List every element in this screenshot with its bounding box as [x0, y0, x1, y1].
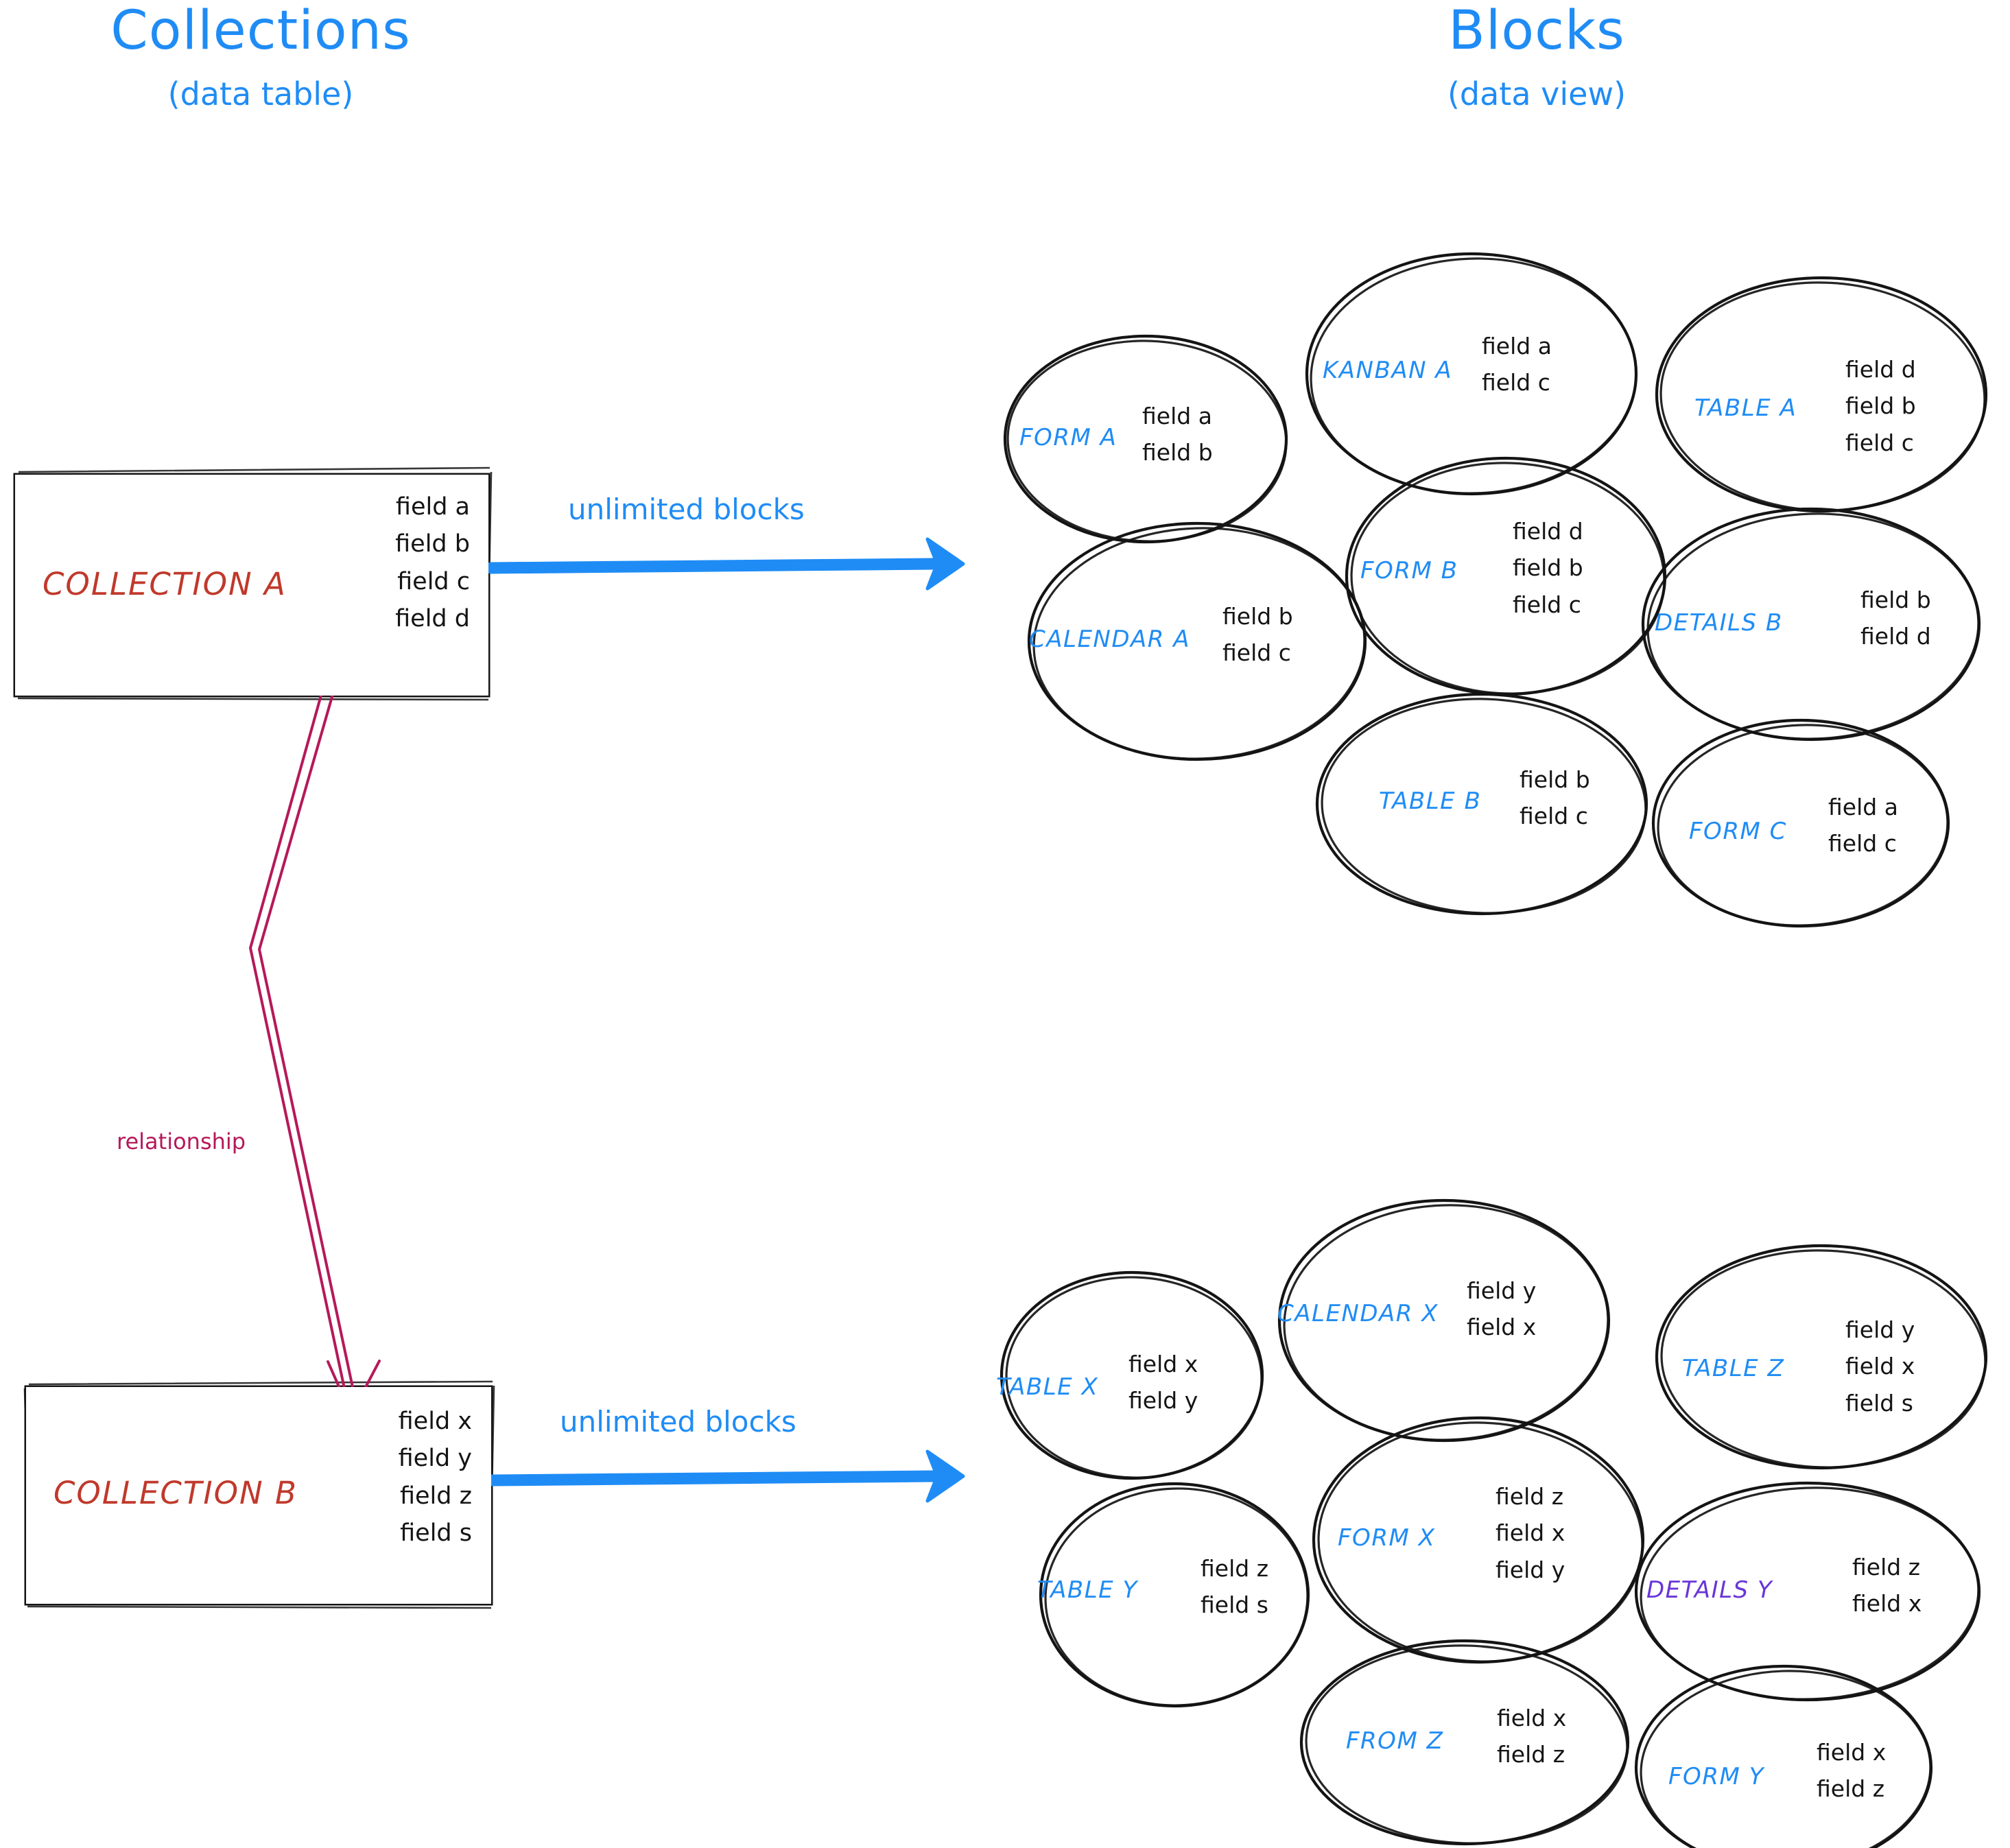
collection-a-field: field a — [395, 493, 470, 521]
block-table-b-fields: field b field c — [1520, 761, 1590, 835]
field-item: field x — [1495, 1519, 1565, 1547]
unlimited-blocks-label-top: unlimited blocks — [568, 493, 805, 526]
field-item: field c — [1845, 429, 1914, 456]
field-item: field z — [1201, 1555, 1269, 1582]
field-item: field z — [1817, 1775, 1885, 1803]
block-form-c-fields: field a field c — [1828, 789, 1898, 862]
block-table-z-fields: field y field x field s — [1845, 1312, 1915, 1421]
field-item: field z — [1495, 1483, 1564, 1510]
block-details-y-fields: field z field x — [1852, 1549, 1922, 1622]
field-item: field s — [1201, 1591, 1268, 1619]
field-item: field b — [1513, 554, 1583, 582]
block-form-a-fields: field a field b — [1142, 398, 1213, 471]
field-item: field y — [1845, 1316, 1915, 1343]
block-from-z-fields: field x field z — [1497, 1700, 1566, 1773]
block-table-a-fields: field d field b field c — [1845, 351, 1916, 461]
unlimited-blocks-arrow-bottom — [486, 1449, 965, 1503]
field-item: field x — [1128, 1351, 1198, 1377]
unlimited-blocks-arrow-top — [485, 537, 965, 591]
field-item: field x — [1497, 1705, 1567, 1731]
page-subtitle-collections: (data table) — [167, 75, 354, 112]
field-item: field d — [1513, 518, 1583, 545]
block-calendar-a-name: CALENDAR A — [1029, 626, 1190, 653]
block-form-b-fields: field d field b field c — [1513, 513, 1583, 623]
field-item: field x — [1817, 1739, 1887, 1766]
field-item: field a — [1828, 794, 1898, 820]
page-subtitle-blocks: (data view) — [1447, 75, 1627, 112]
field-item: field c — [1482, 369, 1550, 396]
block-form-a-name: FORM A — [1019, 424, 1118, 451]
field-item: field s — [1845, 1389, 1913, 1417]
block-table-z-name: TABLE Z — [1682, 1355, 1785, 1382]
relationship-label: relationship — [117, 1128, 246, 1154]
collection-a-field: field b — [395, 530, 470, 558]
field-item: field y — [1128, 1387, 1198, 1414]
field-item: field c — [1828, 830, 1897, 857]
unlimited-blocks-label-bottom: unlimited blocks — [560, 1405, 796, 1438]
collection-a-box[interactable] — [15, 475, 488, 696]
field-item: field c — [1222, 639, 1291, 667]
block-kanban-a-fields: field a field c — [1482, 328, 1552, 401]
field-item: field c — [1513, 591, 1581, 618]
block-table-y-fields: field z field s — [1201, 1550, 1268, 1624]
block-table-x-name: TABLE X — [996, 1373, 1099, 1401]
field-item: field b — [1142, 439, 1213, 466]
field-item: field b — [1222, 603, 1293, 630]
collection-a-fields: field a field b field c field d — [226, 488, 470, 637]
page-title-collections: Collections — [110, 0, 411, 62]
field-item: field x — [1852, 1590, 1922, 1618]
field-item: field b — [1845, 392, 1916, 420]
collection-b-field: field x — [398, 1408, 472, 1435]
block-calendar-a-fields: field b field c — [1222, 598, 1293, 672]
block-form-y-fields: field x field z — [1817, 1734, 1886, 1808]
collection-b-fields: field x field y field z field s — [226, 1403, 472, 1552]
page-title-blocks: Blocks — [1448, 0, 1625, 62]
field-item: field y — [1467, 1277, 1537, 1304]
block-table-y-name: TABLE Y — [1037, 1576, 1138, 1604]
block-calendar-x-name: CALENDAR X — [1277, 1300, 1439, 1327]
field-item: field z — [1852, 1554, 1921, 1580]
collection-b-name: COLLECTION B — [54, 1475, 298, 1511]
field-item: field x — [1467, 1314, 1537, 1341]
field-item: field y — [1495, 1556, 1565, 1583]
block-table-x-fields: field x field y — [1128, 1346, 1198, 1419]
field-item: field d — [1860, 623, 1931, 650]
collection-b-field: field y — [398, 1445, 472, 1473]
block-table-b-name: TABLE B — [1379, 787, 1482, 815]
collection-a-field: field c — [397, 567, 470, 595]
field-item: field a — [1142, 403, 1212, 429]
field-item: field b — [1520, 766, 1590, 793]
field-item: field b — [1860, 587, 1931, 613]
field-item: field z — [1497, 1741, 1565, 1768]
block-form-x-name: FORM X — [1338, 1524, 1436, 1552]
field-item: field d — [1845, 356, 1916, 383]
block-kanban-a-name: KANBAN A — [1323, 357, 1453, 384]
blocks-a-ellipses — [1003, 252, 1988, 928]
relationship-connector — [248, 674, 381, 1418]
block-calendar-x-fields: field y field x — [1467, 1272, 1536, 1346]
block-from-z-name: FROM Z — [1346, 1727, 1444, 1755]
collection-a-name: COLLECTION A — [43, 566, 287, 602]
block-form-b-name: FORM B — [1360, 557, 1458, 584]
block-details-y-name: DETAILS Y — [1646, 1576, 1773, 1604]
field-item: field x — [1845, 1353, 1915, 1380]
block-details-b-name: DETAILS B — [1655, 609, 1783, 637]
field-item: field a — [1482, 333, 1552, 359]
block-form-c-name: FORM C — [1689, 818, 1787, 845]
block-details-b-fields: field b field d — [1860, 582, 1931, 655]
block-form-x-fields: field z field x field y — [1495, 1478, 1565, 1588]
collection-b-field: field z — [399, 1482, 472, 1510]
collection-b-box[interactable] — [26, 1387, 491, 1604]
block-table-a-name: TABLE A — [1694, 394, 1797, 422]
blocks-b-ellipses — [1000, 1198, 1988, 1848]
field-item: field c — [1520, 803, 1588, 830]
block-form-y-name: FORM Y — [1668, 1763, 1764, 1790]
collection-a-field: field d — [395, 604, 470, 632]
collection-b-field: field s — [400, 1519, 472, 1547]
